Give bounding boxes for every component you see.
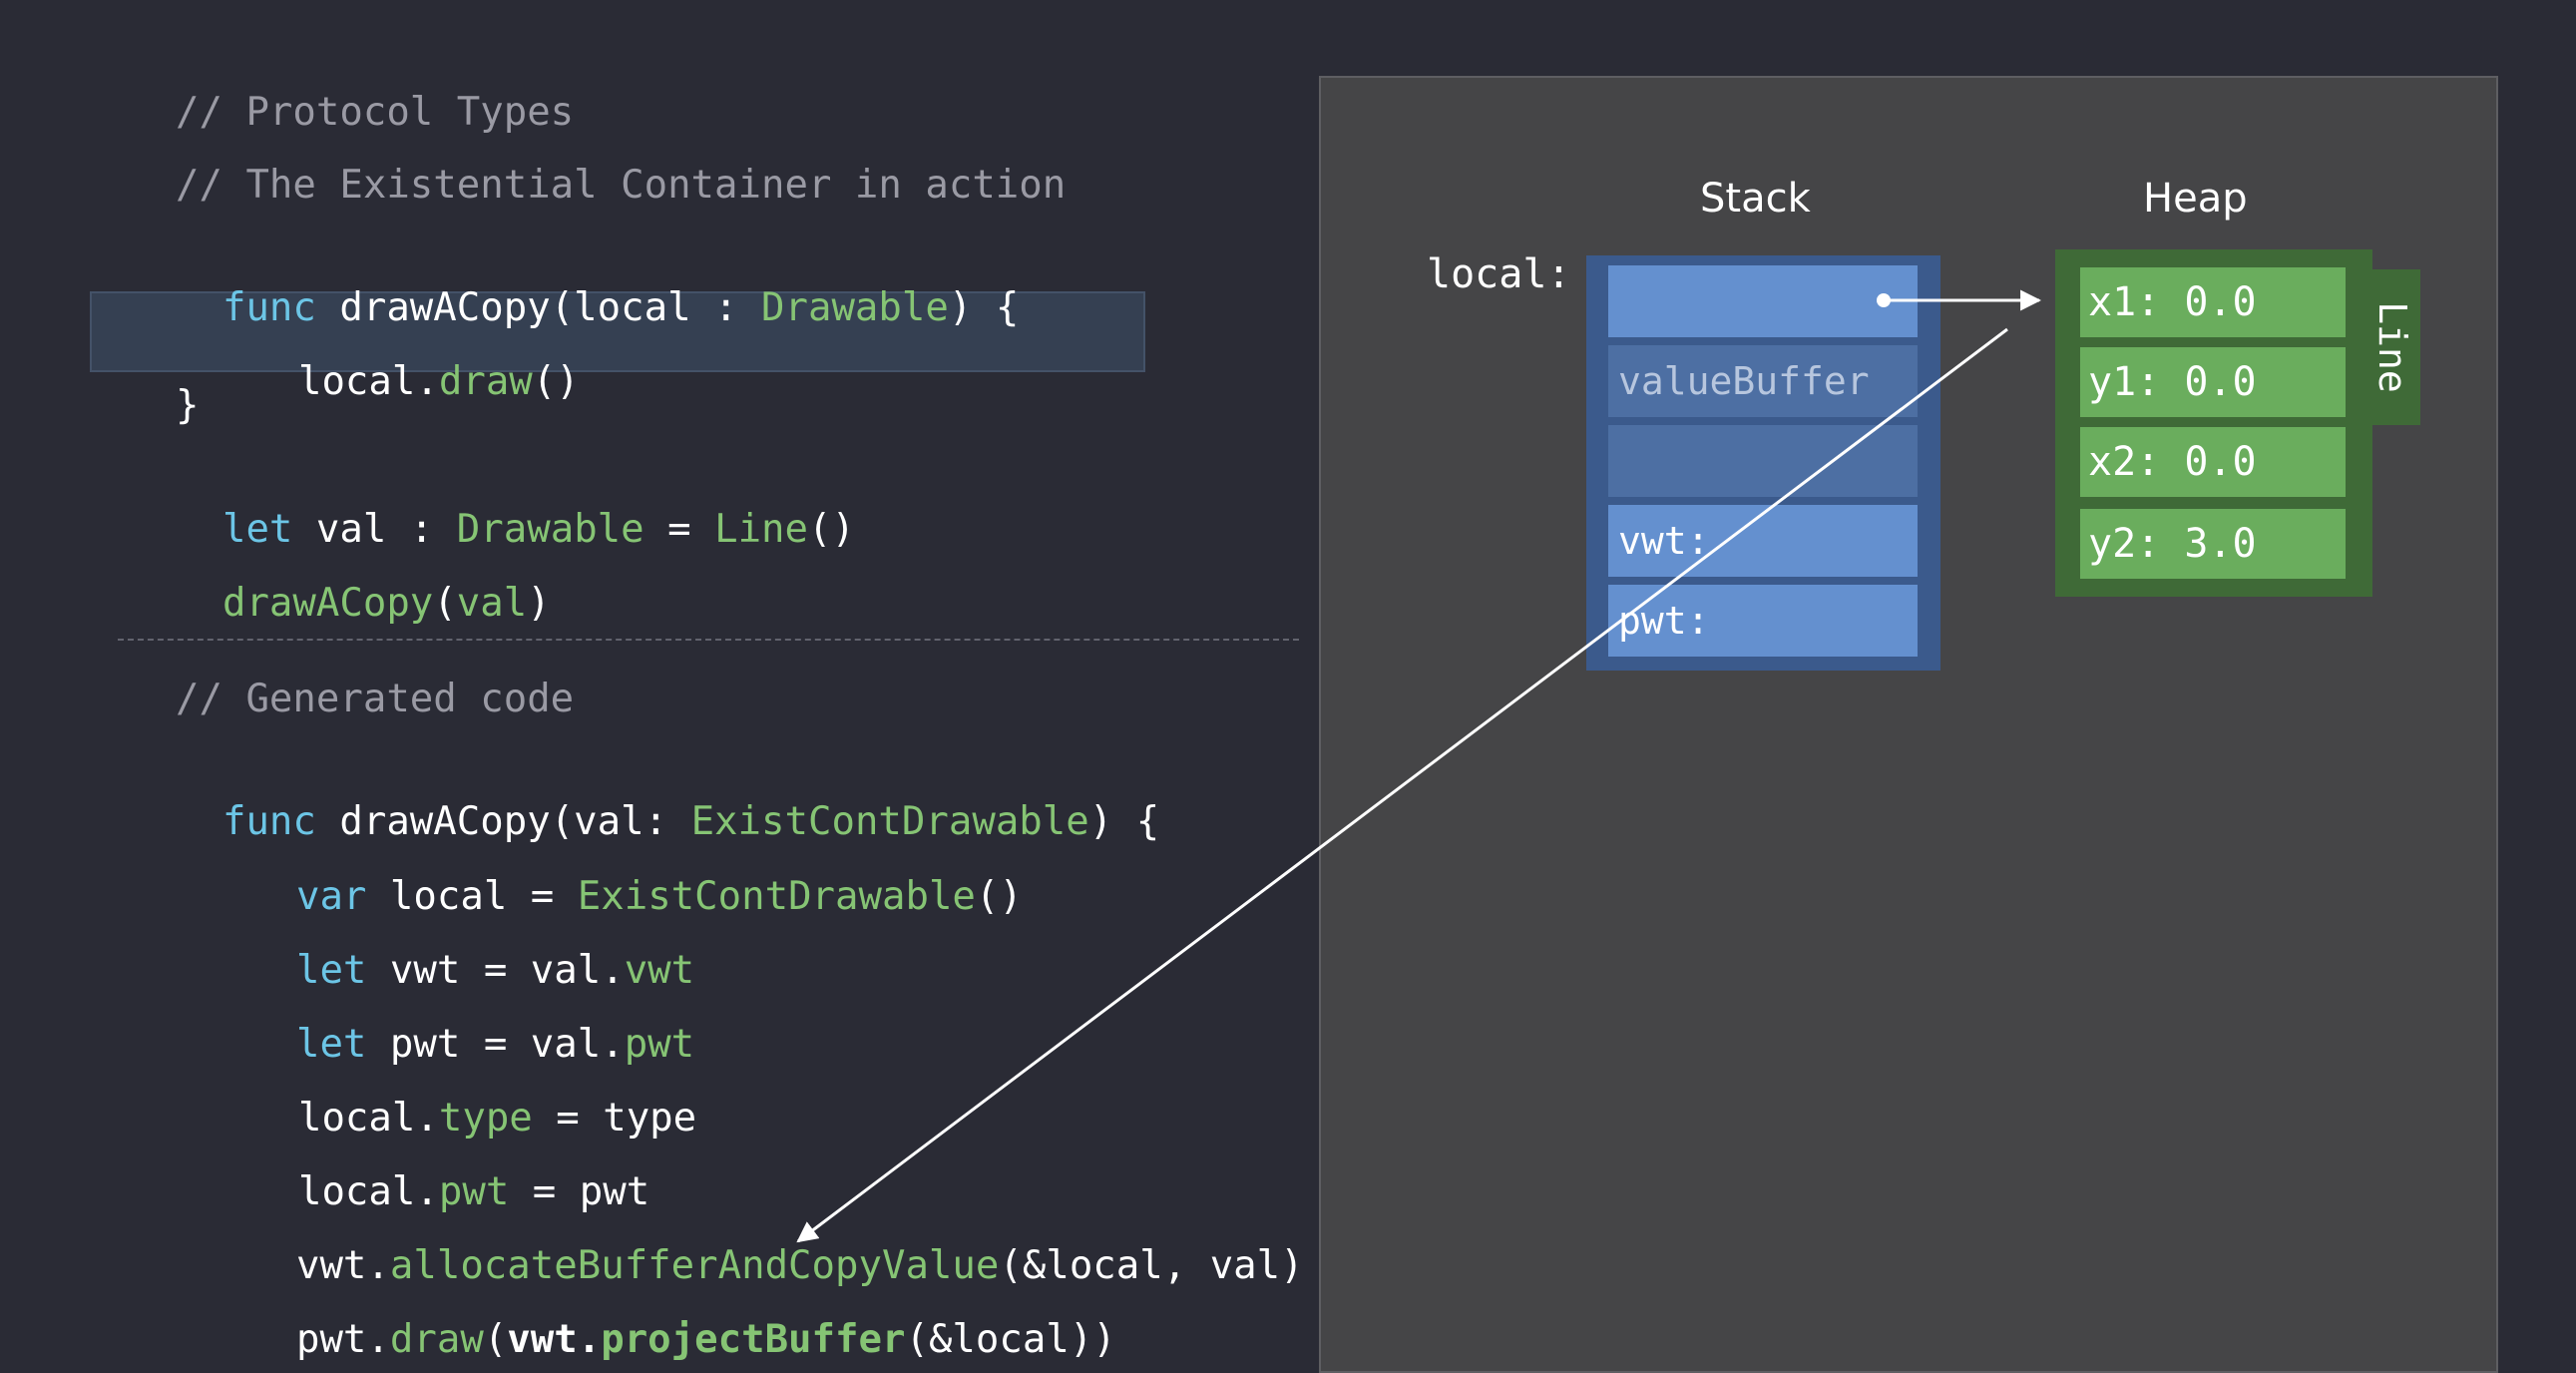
code-comment-protocol-types: // Protocol Types	[176, 90, 575, 135]
code-text: (&local, val)	[999, 1243, 1304, 1288]
code-line-allocate-buffer: vwt.allocateBufferAndCopyValue(&local, v…	[249, 1191, 1304, 1291]
code-line-call-drawacopy: drawACopy(val)	[176, 529, 551, 629]
property-pwt: pwt	[624, 1022, 695, 1067]
stack-title: Stack	[1700, 176, 1811, 222]
function-drawacopy: drawACopy	[221, 581, 434, 626]
method-draw: draw	[389, 1317, 484, 1362]
type-existcontdrawable: ExistContDrawable	[577, 874, 976, 919]
argument-val: val	[456, 581, 528, 626]
type-existcontdrawable: ExistContDrawable	[690, 799, 1089, 844]
code-text: val :	[292, 507, 457, 552]
code-line-local-pwt: local.pwt = pwt	[251, 1118, 649, 1217]
property-pwt: pwt	[438, 1169, 510, 1214]
code-text: local.	[297, 359, 439, 404]
code-text: drawACopy(local :	[315, 285, 762, 330]
current-line-highlight	[90, 291, 1145, 372]
code-text: = pwt	[509, 1169, 650, 1214]
code-line-local-draw: local.draw()	[251, 307, 580, 407]
keyword-func: func	[221, 285, 316, 330]
arrow-heap-to-allocate-call	[796, 327, 2008, 1243]
code-text: (	[483, 1317, 508, 1362]
code-text: pwt = val.	[366, 1022, 625, 1067]
keyword-let: let	[295, 948, 367, 993]
code-text: (&local))	[905, 1317, 1116, 1362]
heap-type-tab	[2364, 269, 2420, 425]
code-line-let-pwt: let pwt = val.pwt	[249, 970, 694, 1070]
stack-cell-vwt: vwt:	[1608, 505, 1918, 577]
code-line-var-local: var local = ExistContDrawable()	[249, 822, 1023, 922]
code-text: =	[644, 507, 715, 552]
code-line-pwt-draw: pwt.draw(vwt.projectBuffer(&local))	[249, 1265, 1116, 1365]
code-comment-existential-container: // The Existential Container in action	[176, 163, 1067, 208]
code-line-local-type: local.type = type	[251, 1044, 696, 1144]
keyword-let: let	[221, 507, 293, 552]
section-divider	[118, 639, 1299, 641]
code-line-let-vwt: let vwt = val.vwt	[249, 896, 694, 996]
stack-cell-type-pointer	[1608, 265, 1918, 337]
code-text: = type	[532, 1096, 697, 1141]
keyword-func: func	[221, 799, 316, 844]
code-text: (	[433, 581, 457, 626]
code-text: local =	[366, 874, 578, 919]
code-line-closing-brace: }	[176, 383, 200, 428]
code-text: drawACopy(val:	[315, 799, 691, 844]
heap-cell-x1: x1: 0.0	[2080, 267, 2346, 337]
code-text: local.	[297, 1169, 439, 1214]
code-text: ()	[975, 874, 1023, 919]
code-text: ) {	[1088, 799, 1160, 844]
code-line-let-val: let val : Drawable = Line()	[176, 455, 855, 555]
code-line-func-drawacopy-local: func drawACopy(local : Drawable) {	[176, 233, 1019, 333]
local-label: local:	[1427, 251, 1571, 297]
code-text: )	[527, 581, 551, 626]
code-text: vwt.	[295, 1243, 390, 1288]
stack-cell-pwt: pwt:	[1608, 585, 1918, 657]
heap-cell-x2: x2: 0.0	[2080, 427, 2346, 497]
property-type: type	[438, 1096, 533, 1141]
code-line-func-drawacopy-val: func drawACopy(val: ExistContDrawable) {	[176, 747, 1159, 847]
code-text: pwt.	[295, 1317, 390, 1362]
heap-cell-y2: y2: 3.0	[2080, 509, 2346, 579]
type-line: Line	[714, 507, 809, 552]
stack-cell-value-buffer: valueBuffer	[1608, 345, 1918, 417]
code-bold-vwt: vwt.	[507, 1317, 602, 1362]
code-text: local.	[297, 1096, 439, 1141]
method-allocatebufferandcopyvalue: allocateBufferAndCopyValue	[389, 1243, 1000, 1288]
method-draw: draw	[438, 359, 533, 404]
method-projectbuffer: projectBuffer	[601, 1317, 906, 1362]
type-drawable: Drawable	[761, 285, 949, 330]
keyword-let: let	[295, 1022, 367, 1067]
heap-title: Heap	[2143, 176, 2248, 222]
code-text: ()	[532, 359, 580, 404]
code-text: vwt = val.	[366, 948, 625, 993]
heap-cell-y1: y1: 0.0	[2080, 347, 2346, 417]
code-text: ) {	[948, 285, 1020, 330]
property-vwt: vwt	[624, 948, 695, 993]
keyword-var: var	[295, 874, 367, 919]
code-text: ()	[808, 507, 855, 552]
type-drawable: Drawable	[456, 507, 644, 552]
code-comment-generated-code: // Generated code	[176, 677, 575, 721]
